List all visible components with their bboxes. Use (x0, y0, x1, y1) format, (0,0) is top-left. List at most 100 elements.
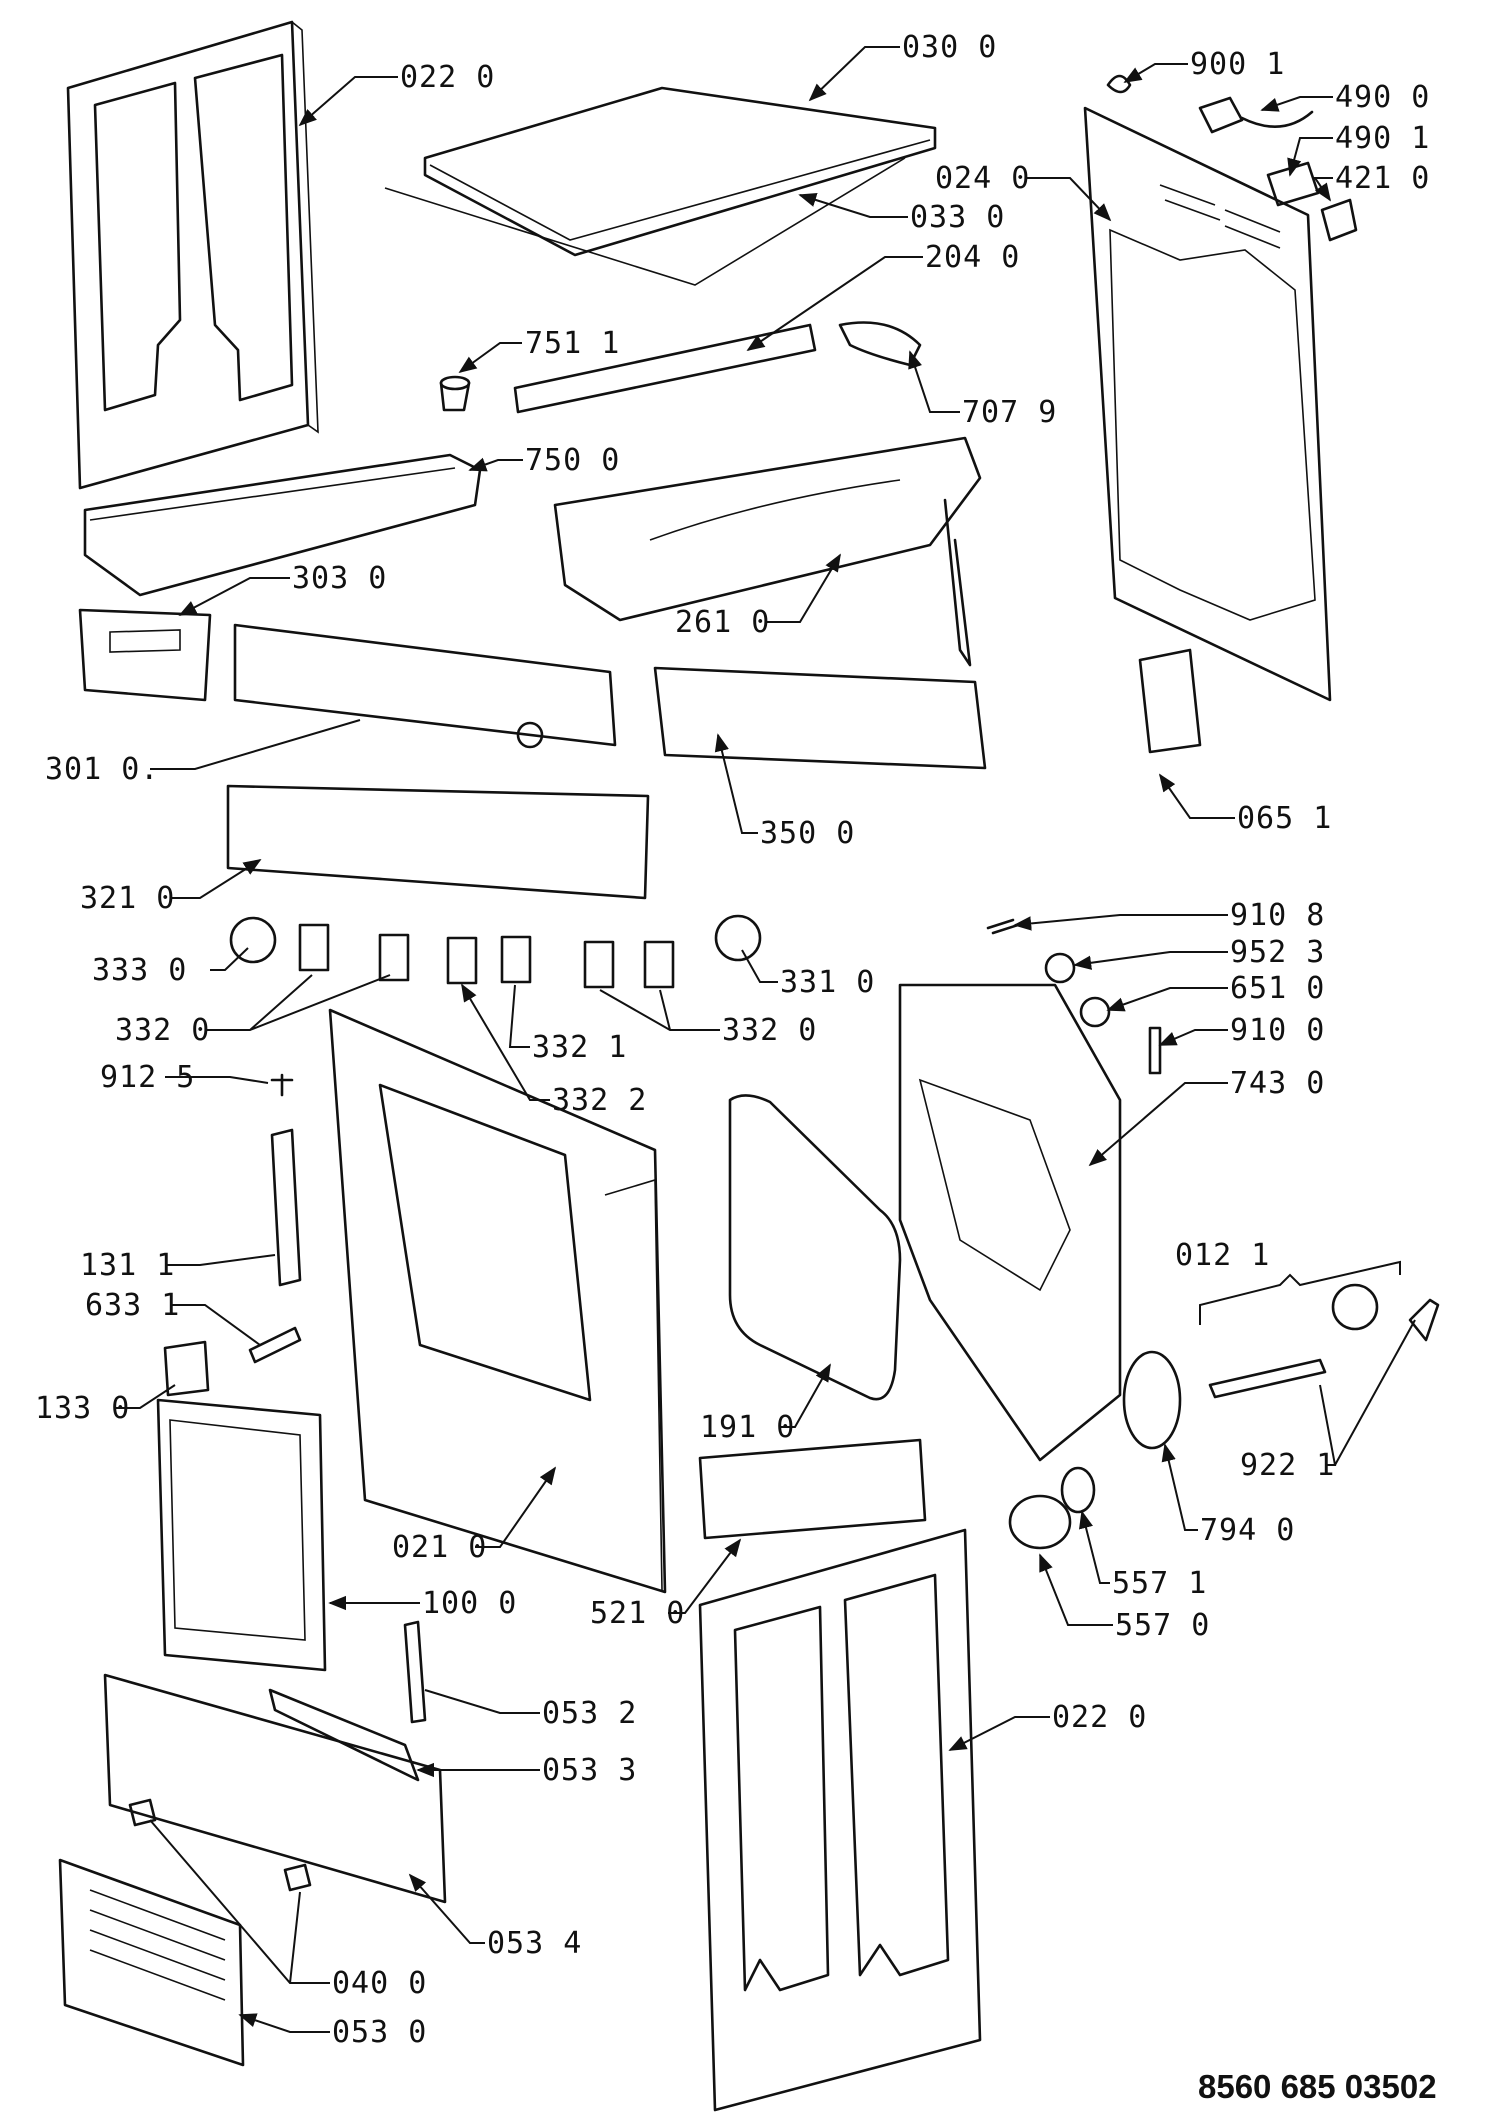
rail-part (513, 323, 817, 414)
knob-panel-part (78, 608, 212, 702)
side-panel-top-part (66, 20, 319, 490)
callout-022-0-top: 022 0 (400, 60, 495, 95)
callout-261-0: 261 0 (675, 605, 770, 640)
part-drawings (58, 20, 1440, 2112)
motor-part (1008, 1494, 1072, 1550)
leader-490-0 (1260, 96, 1333, 112)
leader-332-0-left (205, 974, 391, 1031)
callout-350-0: 350 0 (760, 816, 855, 851)
callout-651-0: 651 0 (1230, 971, 1325, 1006)
sensor-part (1079, 996, 1111, 1028)
callout-910-8: 910 8 (1230, 898, 1325, 933)
leader-651-0 (1106, 987, 1228, 1012)
leader-303-0 (178, 577, 290, 616)
leader-321-0 (172, 859, 262, 899)
callout-053-3: 053 3 (542, 1753, 637, 1788)
callout-053-0: 053 0 (332, 2015, 427, 2050)
callout-557-1: 557 1 (1112, 1566, 1207, 1601)
leader-910-0 (1158, 1029, 1228, 1046)
callout-490-0: 490 0 (1335, 80, 1430, 115)
callout-910-0: 910 0 (1230, 1013, 1325, 1048)
leader-707-9 (908, 350, 960, 413)
decor-panel-part (226, 784, 650, 900)
screw-part (986, 918, 1020, 935)
kick-plate-part (103, 1673, 447, 1904)
callout-133-0: 133 0 (35, 1391, 130, 1426)
leader-053-2 (424, 1689, 540, 1714)
o-ring-part (1060, 1466, 1096, 1514)
callout-421-0: 421 0 (1335, 161, 1430, 196)
cup-part (439, 375, 471, 412)
callout-021-0: 021 0 (392, 1530, 487, 1565)
leader-490-1 (1287, 137, 1333, 177)
callout-521-0: 521 0 (590, 1596, 685, 1631)
leader-751-1 (458, 342, 522, 374)
callout-952-3: 952 3 (1230, 935, 1325, 970)
callout-912-5: 912 5 (100, 1060, 195, 1095)
door-part (156, 1398, 327, 1672)
leader-021-0 (475, 1466, 557, 1548)
seal-ring-part (1122, 1350, 1182, 1450)
leader-633-1 (170, 1304, 261, 1346)
thermostat-part (1044, 952, 1076, 984)
leader-557-1 (1079, 1510, 1110, 1584)
leader-022-0-bottom (948, 1716, 1050, 1751)
callout-053-4: 053 4 (487, 1926, 582, 1961)
base-rail-part (83, 453, 482, 597)
leader-261-0 (765, 553, 841, 623)
leader-053-4 (408, 1873, 485, 1944)
leader-421-0 (1313, 177, 1333, 202)
control-board-part (698, 1438, 927, 1540)
callout-191-0: 191 0 (700, 1410, 795, 1445)
cable-clip-part (1106, 74, 1132, 94)
grille-part (58, 1858, 245, 2067)
hinge-part (163, 1340, 210, 1397)
bar-part (268, 1688, 420, 1782)
callout-301-0: 301 0. (45, 752, 159, 787)
callout-303-0: 303 0 (292, 561, 387, 596)
clip-part (128, 1798, 312, 1892)
side-panel-bottom-part (698, 1528, 982, 2112)
leader-065-1 (1158, 773, 1235, 819)
control-panel-part (233, 623, 617, 749)
callout-033-0: 033 0 (910, 200, 1005, 235)
callout-332-2: 332 2 (552, 1083, 647, 1118)
leader-012-1 (1199, 1260, 1401, 1325)
leader-910-8 (1013, 914, 1228, 931)
callout-024-0: 024 0 (935, 161, 1030, 196)
leader-301-0 (150, 719, 361, 770)
leader-024-0 (1025, 177, 1112, 222)
filter-part (1266, 161, 1320, 207)
callout-204-0: 204 0 (925, 240, 1020, 275)
callout-100-0: 100 0 (422, 1586, 517, 1621)
callout-794-0: 794 0 (1200, 1513, 1295, 1548)
leader-350-0 (714, 733, 758, 834)
small-screw-part (270, 1073, 294, 1097)
leader-912-5 (165, 1076, 269, 1084)
shaft-assembly-part (1208, 1283, 1440, 1399)
leader-952-3 (1073, 951, 1228, 970)
callout-030-0: 030 0 (902, 30, 997, 65)
callout-012-1: 012 1 (1175, 1238, 1270, 1273)
callout-040-0: 040 0 (332, 1966, 427, 2001)
leader-133-0 (115, 1384, 176, 1409)
callout-321-0: 321 0 (80, 881, 175, 916)
callout-743-0: 743 0 (1230, 1066, 1325, 1101)
drawer-housing-part (553, 436, 982, 667)
latch-plate-part (270, 1128, 302, 1287)
leader-900-1 (1123, 63, 1188, 83)
leader-191-0 (780, 1363, 831, 1428)
callout-332-0-right: 332 0 (722, 1013, 817, 1048)
door-gasket-part (728, 1094, 902, 1401)
callout-labels: 022 0 030 0 033 0 204 0 900 1 490 0 490 … (35, 30, 1430, 2050)
front-panel-part (328, 1008, 667, 1594)
callout-332-1: 332 1 (532, 1030, 627, 1065)
bolt-part (1148, 1026, 1162, 1075)
callout-065-1: 065 1 (1237, 801, 1332, 836)
leader-131-1 (165, 1254, 276, 1266)
bracket-part (403, 1620, 427, 1724)
callout-333-0: 333 0 (92, 953, 187, 988)
leader-743-0 (1088, 1082, 1228, 1167)
button-row-part (229, 914, 762, 989)
